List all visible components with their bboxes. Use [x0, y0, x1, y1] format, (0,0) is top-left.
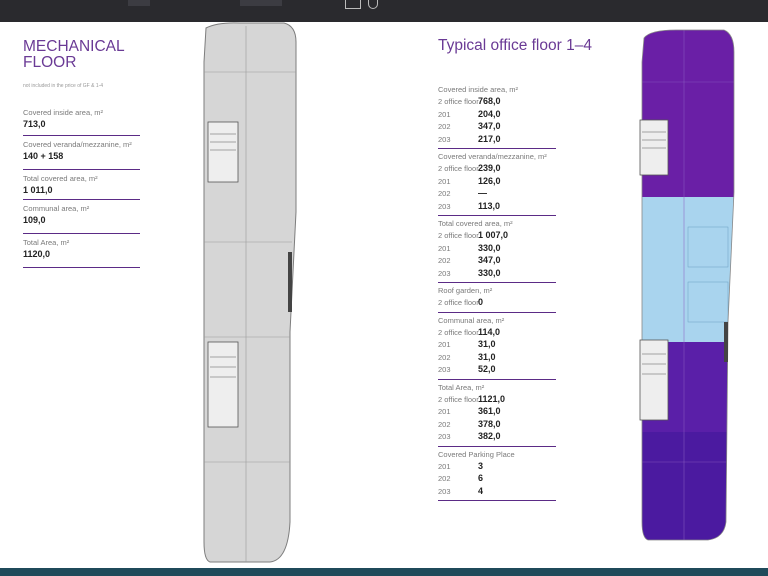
- divider: [438, 311, 556, 313]
- mech-item-label: Total Area, m²: [23, 238, 70, 247]
- zone-202: [642, 197, 734, 342]
- mech-item-value: 1 011,0: [23, 185, 53, 195]
- divider: [438, 148, 556, 149]
- mech-item: Covered inside area, m² 713,0: [23, 108, 140, 135]
- divider: [23, 233, 140, 234]
- refresh-icon[interactable]: [368, 0, 378, 9]
- mech-item: Total covered area, m² 1 011,0: [23, 170, 140, 199]
- divider: [438, 282, 556, 283]
- typ-row: 202—: [438, 188, 487, 198]
- mech-item: Covered veranda/mezzanine, m² 140 + 158: [23, 136, 140, 169]
- divider: [438, 378, 556, 380]
- mech-item-label: Covered veranda/mezzanine, m²: [23, 140, 132, 149]
- document-page: MECHANICAL FLOOR not included in the pri…: [0, 22, 768, 568]
- mech-item-label: Covered inside area, m²: [23, 108, 104, 117]
- mechanical-note: not included in the price of GF & 1-4: [23, 83, 104, 89]
- divider: [23, 199, 140, 200]
- typ-section-heading: Covered Parking Place: [438, 449, 515, 459]
- mechanical-floor-plan: [203, 22, 297, 563]
- mech-item-value: 109,0: [23, 215, 46, 225]
- typical-floor-plan: [639, 29, 735, 541]
- stair-core-lower: [639, 339, 669, 421]
- typ-section-heading: Covered inside area, m²: [438, 85, 519, 94]
- viewer-footer: [0, 568, 768, 576]
- facade-element: [724, 322, 728, 362]
- mech-item-label: Communal area, m²: [23, 204, 90, 213]
- facade-element: [288, 252, 292, 312]
- print-icon[interactable]: [345, 0, 361, 9]
- mechanical-title-line1: MECHANICAL: [23, 38, 125, 55]
- mech-item: Total Area, m² 1120,0: [23, 234, 140, 267]
- zone-203-lower: [642, 432, 734, 540]
- toolbar-button-1[interactable]: [128, 0, 150, 6]
- typ-section-heading: Roof garden, m²: [438, 286, 493, 295]
- divider: [438, 500, 556, 501]
- mech-item-value: 713,0: [23, 119, 46, 129]
- toolbar-button-2[interactable]: [240, 0, 282, 6]
- mech-item-value: 140 + 158: [23, 151, 64, 161]
- mechanical-stats: Covered inside area, m² 713,0 Covered ve…: [23, 108, 140, 268]
- stair-core-upper: [639, 119, 669, 176]
- mechanical-title: MECHANICAL FLOOR: [23, 38, 125, 72]
- divider: [438, 445, 556, 447]
- divider: [23, 135, 140, 136]
- typ-section: Covered veranda/mezzanine, m² 2 office f…: [438, 149, 556, 213]
- typ-section-heading: Covered veranda/mezzanine, m²: [438, 152, 547, 161]
- divider: [23, 169, 140, 170]
- divider: [438, 215, 556, 216]
- stair-core-upper: [207, 121, 239, 183]
- typ-section-heading: Total covered area, m²: [438, 219, 513, 228]
- mech-item-label: Total covered area, m²: [23, 174, 98, 183]
- mechanical-title-line2: FLOOR: [23, 54, 77, 72]
- mech-item-value: 1120,0: [23, 249, 51, 259]
- typ-section-heading: Communal area, m²: [438, 315, 505, 325]
- viewer-toolbar: [0, 0, 768, 22]
- divider: [23, 267, 140, 268]
- mech-item: Communal area, m² 109,0: [23, 200, 140, 233]
- typical-title: Typical office floor 1–4: [438, 37, 592, 54]
- typ-section-heading: Total Area, m²: [438, 382, 485, 392]
- stair-core-lower: [207, 341, 239, 428]
